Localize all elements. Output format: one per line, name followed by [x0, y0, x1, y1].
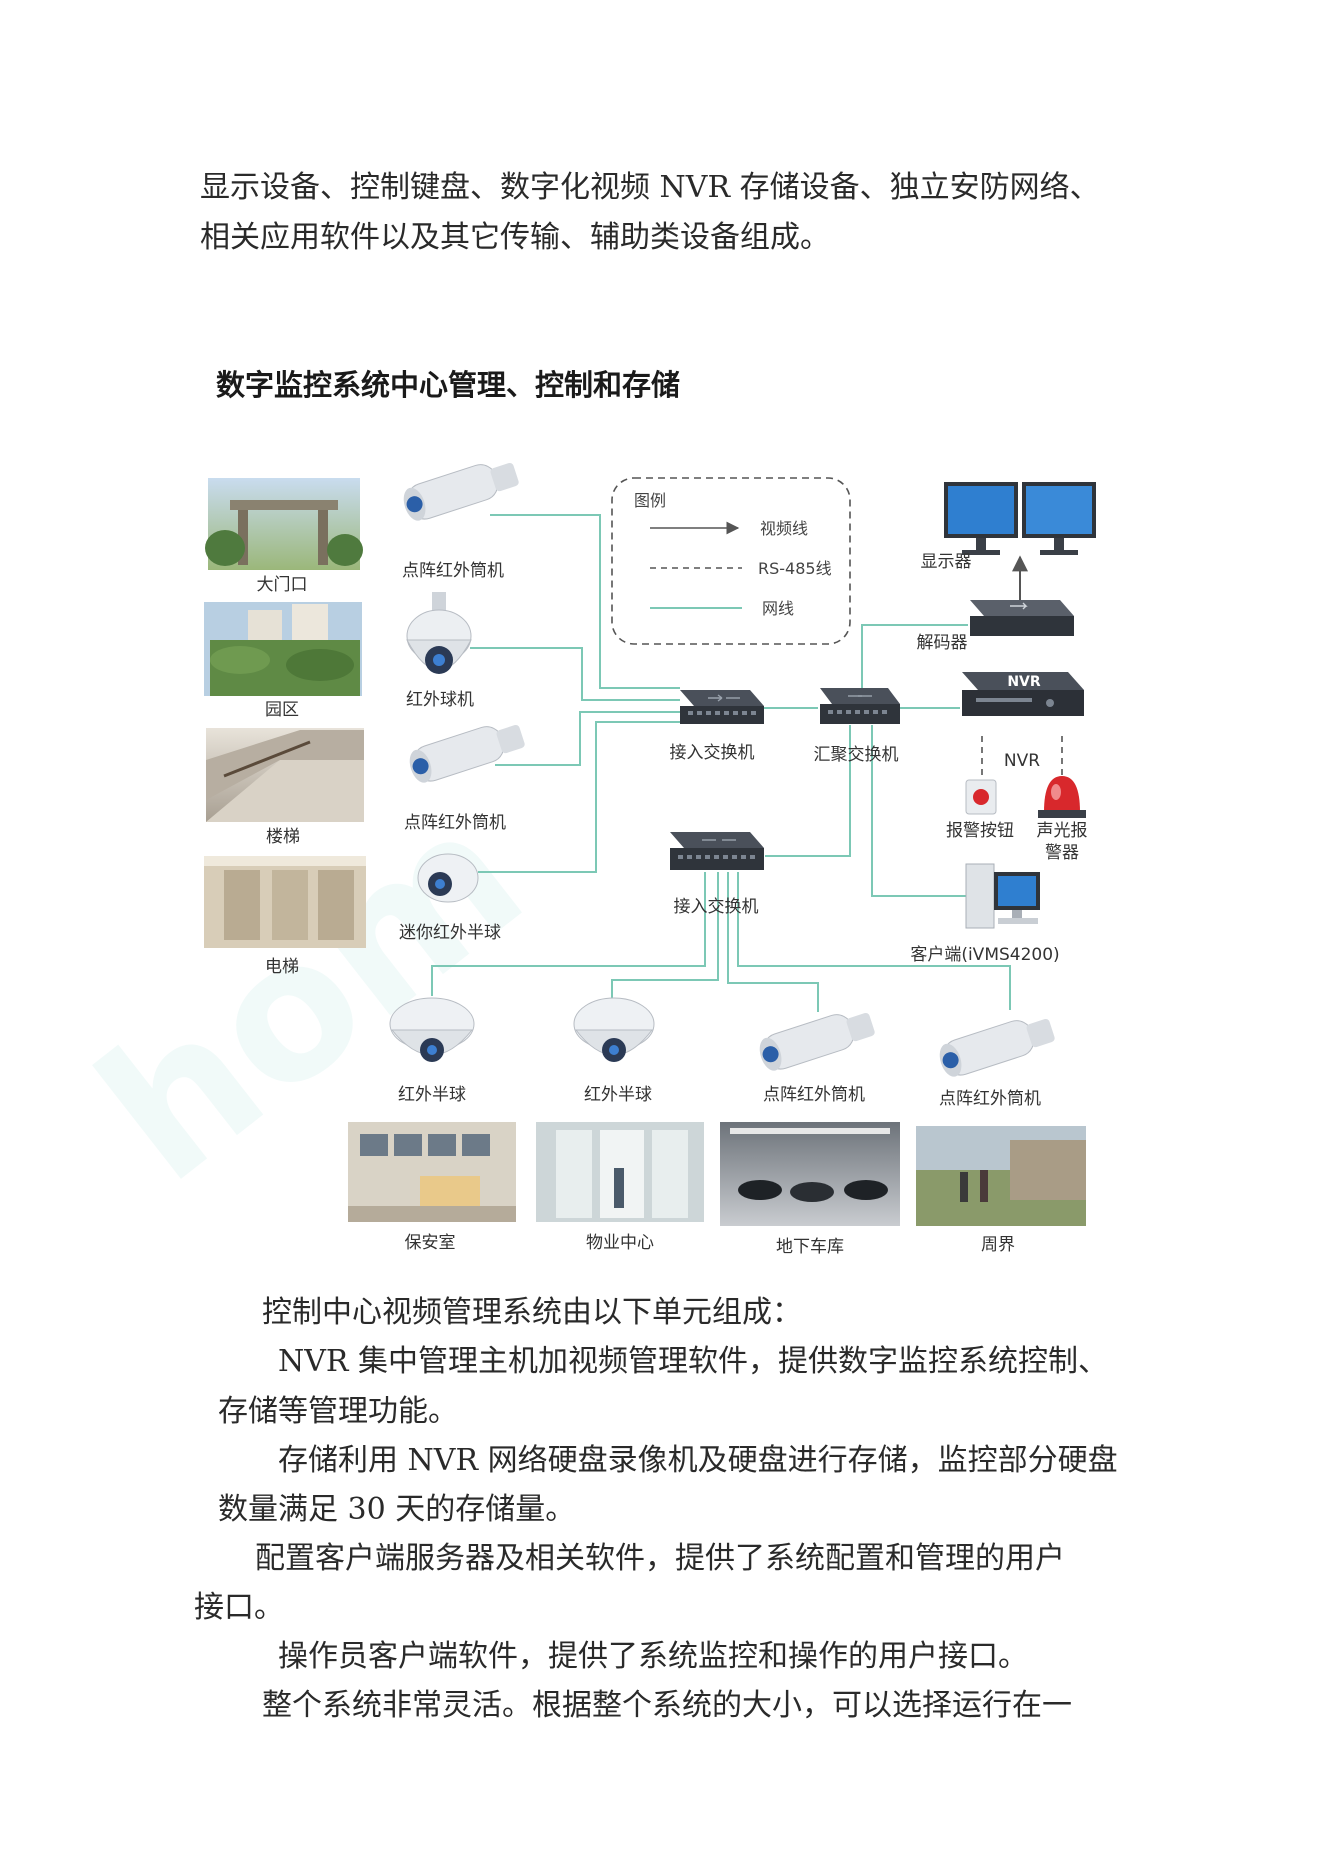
nvr-badge: NVR	[1007, 674, 1041, 690]
alarm-button-label: 报警按钮	[946, 821, 1014, 841]
siren-label-line-1: 声光报	[1037, 821, 1088, 841]
paragraph-3-line-1: NVR 集中管理主机加视频管理软件，提供数字监控系统控制、	[278, 1344, 1109, 1379]
location-label-2: 园区	[265, 700, 299, 720]
paragraph-4-line-1: 存储利用 NVR 网络硬盘录像机及硬盘进行存储，监控部分硬盘	[278, 1443, 1118, 1478]
location-photo-stairs	[206, 728, 364, 822]
client-label: 客户端(iVMS4200)	[910, 945, 1059, 965]
monitor-label: 显示器	[921, 552, 972, 572]
bullet-camera-icon	[409, 724, 525, 783]
bullet-camera-icon	[759, 1012, 875, 1071]
line-cam2	[470, 647, 680, 701]
line-bcam2	[611, 872, 719, 1000]
dome-ptz-camera-icon	[406, 592, 472, 674]
line-agg-decoder	[861, 624, 968, 690]
camera-label-bottom-2: 红外半球	[584, 1085, 652, 1105]
paragraph-5-line-1: 配置客户端服务器及相关软件，提供了系统配置和管理的用户	[255, 1541, 1065, 1576]
decoder-icon	[970, 600, 1074, 636]
network-lines	[431, 514, 1011, 1012]
rs485-lines	[981, 736, 1063, 776]
nvr-icon: NVR	[962, 672, 1084, 716]
camera-label-left-4: 迷你红外半球	[399, 923, 501, 943]
alarm-button-icon	[965, 779, 997, 815]
camera-label-bottom-3: 点阵红外筒机	[763, 1085, 865, 1105]
dome-camera-icon	[573, 997, 655, 1062]
location-label-bottom-2: 物业中心	[586, 1233, 654, 1253]
mini-dome-camera-icon	[417, 853, 479, 903]
legend-network: 网线	[762, 599, 794, 618]
location-label-4: 电梯	[265, 957, 299, 977]
line-bcam3	[727, 872, 819, 1012]
location-photo-park	[204, 602, 362, 696]
section-heading: 数字监控系统中心管理、控制和存储	[216, 368, 681, 402]
switch-bottom-label: 接入交换机	[674, 897, 759, 917]
paragraph-4-line-2: 数量满足 30 天的存储量。	[218, 1492, 576, 1527]
line-cam3	[495, 711, 680, 766]
location-photo-property-center	[536, 1122, 704, 1222]
legend: 图例 视频线 RS-485线 网线	[611, 477, 851, 645]
camera-label-left-3: 点阵红外筒机	[404, 813, 506, 833]
line-bcam1	[431, 872, 706, 996]
camera-label-left-2: 红外球机	[406, 690, 474, 710]
aggregate-switch-icon	[820, 688, 900, 724]
paragraph-2: 控制中心视频管理系统由以下单元组成：	[262, 1295, 802, 1330]
location-photo-security-room	[348, 1122, 516, 1222]
switch-top-label: 接入交换机	[670, 743, 755, 763]
client-pc-icon	[965, 863, 1040, 929]
line-agg-client	[871, 725, 968, 897]
location-photo-underground-garage	[720, 1122, 900, 1226]
location-photo-elevator	[204, 856, 366, 948]
location-label-bottom-1: 保安室	[405, 1233, 456, 1253]
bullet-camera-icon	[939, 1018, 1055, 1077]
location-label-1: 大门口	[257, 575, 308, 595]
location-label-bottom-4: 周界	[981, 1235, 1015, 1255]
bullet-camera-icon	[403, 462, 519, 521]
location-photo-gate	[205, 478, 363, 570]
siren-icon	[1038, 776, 1086, 818]
camera-label-bottom-1: 红外半球	[398, 1085, 466, 1105]
switch-aggregate-label: 汇聚交换机	[814, 745, 899, 765]
camera-label-bottom-4: 点阵红外筒机	[939, 1089, 1041, 1109]
line-cam4	[478, 721, 680, 873]
paragraph-1-line-2: 相关应用软件以及其它传输、辅助类设备组成。	[200, 220, 830, 255]
legend-title: 图例	[634, 491, 666, 510]
nvr-label: NVR	[1004, 751, 1040, 771]
access-switch-icon	[680, 690, 764, 724]
location-photo-perimeter	[916, 1126, 1086, 1226]
line-bcam4	[737, 872, 1011, 1010]
legend-rs485: RS-485线	[758, 559, 832, 578]
paragraph-6: 操作员客户端软件，提供了系统监控和操作的用户接口。	[278, 1639, 1028, 1674]
access-switch-icon-bottom	[670, 832, 764, 870]
dome-camera-icon	[389, 997, 475, 1062]
line-agg-switch2	[765, 725, 851, 857]
location-label-3: 楼梯	[266, 827, 300, 847]
paragraph-3-line-2: 存储等管理功能。	[218, 1394, 458, 1429]
siren-label-line-2: 警器	[1045, 843, 1079, 863]
line-cam1	[490, 514, 680, 689]
paragraph-5-line-2: 接口。	[194, 1590, 284, 1625]
decoder-label: 解码器	[917, 633, 968, 653]
paragraph-7: 整个系统非常灵活。根据整个系统的大小，可以选择运行在一	[262, 1688, 1072, 1723]
monitor-icon	[944, 482, 1096, 555]
legend-video: 视频线	[760, 519, 808, 538]
location-label-bottom-3: 地下车库	[776, 1237, 844, 1257]
paragraph-1-line-1: 显示设备、控制键盘、数字化视频 NVR 存储设备、独立安防网络、	[200, 170, 1100, 205]
camera-label-left-1: 点阵红外筒机	[402, 561, 504, 581]
